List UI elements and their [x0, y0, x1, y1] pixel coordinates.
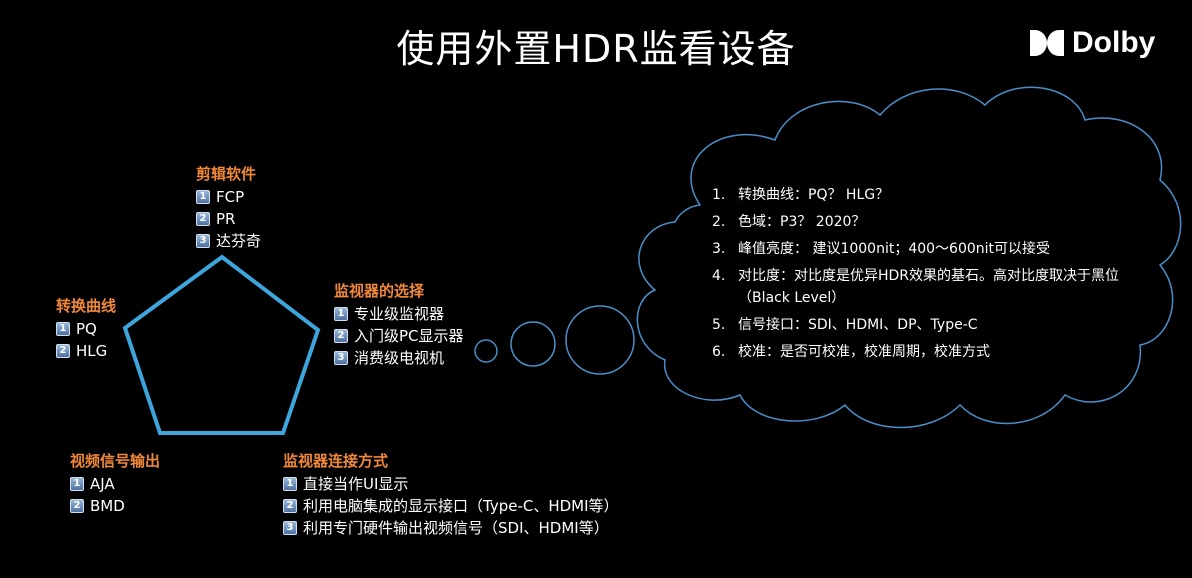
page-title: 使用外置HDR监看设备: [396, 27, 796, 71]
number-1-icon: 1: [334, 307, 348, 321]
group-title: 视频信号输出: [70, 452, 161, 470]
dolby-double-d-icon: [1030, 30, 1064, 56]
cloud-list-item: 6.校准：是否可校准，校准周期，校准方式: [712, 344, 990, 360]
number-2-icon: 2: [196, 212, 210, 226]
group-title: 监视器连接方式: [283, 452, 389, 470]
group-title: 监视器的选择: [334, 282, 425, 300]
cloud-list-item: 5.信号接口：SDI、HDMI、DP、Type-C: [712, 317, 978, 333]
number-1-icon: 1: [56, 322, 70, 336]
number-3-icon: 3: [283, 521, 297, 535]
group-title: 转换曲线: [56, 297, 117, 315]
dolby-logo: Dolby: [1030, 26, 1155, 60]
number-1-icon: 1: [196, 190, 210, 204]
number-2-icon: 2: [70, 499, 84, 513]
group-title: 剪辑软件: [196, 165, 257, 183]
cloud-list-item: 1.转换曲线：PQ？ HLG？: [712, 187, 890, 203]
number-3-icon: 3: [334, 351, 348, 365]
number-1-icon: 1: [70, 477, 84, 491]
thought-cloud-shape: [636, 86, 1182, 429]
cloud-list-item: 2.色域：P3？ 2020？: [712, 214, 866, 230]
number-3-icon: 3: [196, 234, 210, 248]
number-1-icon: 1: [283, 477, 297, 491]
pentagon-shape: [122, 254, 321, 435]
number-2-icon: 2: [56, 344, 70, 358]
cloud-list-item: 4.对比度：对比度是优异HDR效果的基石。高对比度取决于黑位（Black Lev…: [712, 268, 1120, 306]
number-2-icon: 2: [334, 329, 348, 343]
thought-bubble-large: [565, 305, 635, 375]
thought-bubble-medium: [510, 321, 556, 367]
dolby-logo-text: Dolby: [1072, 26, 1156, 59]
cloud-list-item: 3.峰值亮度： 建议1000nit；400～600nit可以接受: [712, 241, 1051, 257]
cloud-checklist: 1.转换曲线：PQ？ HLG？ 2.色域：P3？ 2020？ 3.峰值亮度： 建…: [712, 184, 1142, 368]
thought-bubble-small: [474, 339, 498, 363]
number-2-icon: 2: [283, 499, 297, 513]
